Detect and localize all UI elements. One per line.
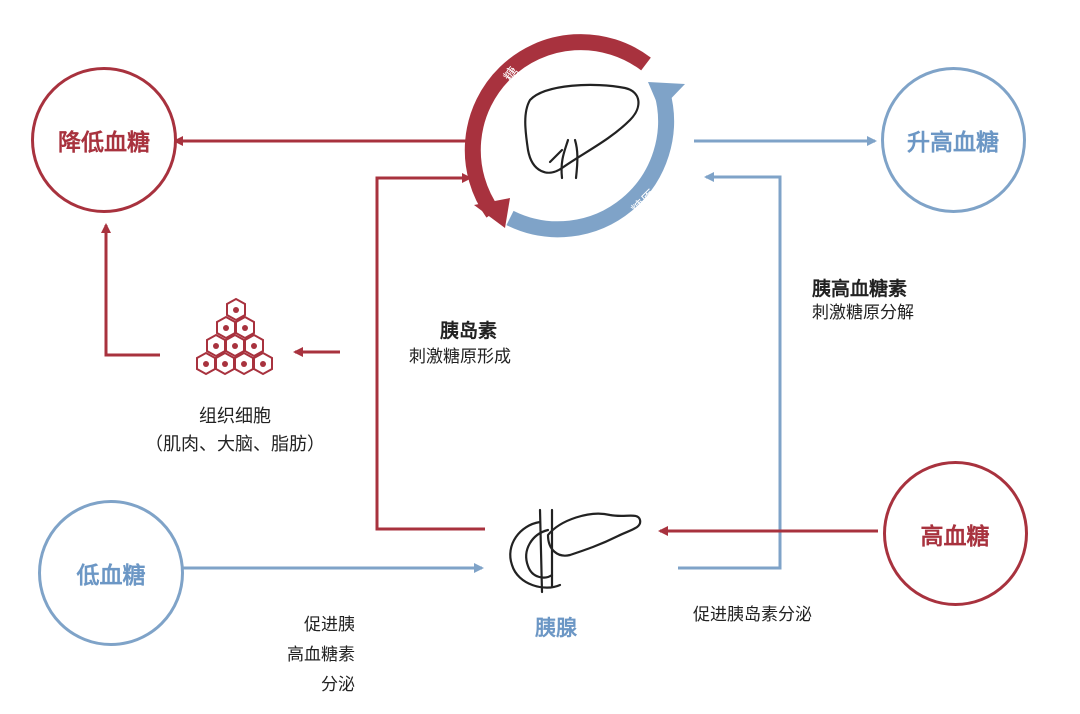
node-low-blood-sugar <box>38 500 184 646</box>
node-raise-blood-sugar <box>881 67 1026 213</box>
liver-ring-blue-arrowhead <box>648 82 685 110</box>
lower-blood-sugar-label: 降低血糖 <box>58 130 150 156</box>
glucagon-title: 胰高血糖素 <box>812 278 908 300</box>
node-lower-blood-sugar <box>31 67 177 213</box>
note-promote-insulin: 促进胰岛素分泌 <box>693 605 812 625</box>
pancreas-label: 胰腺 <box>535 616 577 640</box>
raise-blood-sugar-label: 升高血糖 <box>907 130 999 156</box>
liver-ring-red-arc <box>464 34 651 218</box>
cell-cluster-icon <box>196 297 273 376</box>
low-blood-sugar-label: 低血糖 <box>76 563 146 589</box>
node-high-blood-sugar <box>883 461 1028 606</box>
insulin-desc: 刺激糖原形成 <box>409 347 511 367</box>
tissue-title: 组织细胞 <box>199 406 271 427</box>
arrow-tissue-to-lower <box>101 223 160 357</box>
pancreas-icon <box>509 508 642 594</box>
tissue-subtitle: （肌肉、大脑、脂肪） <box>145 434 325 455</box>
note-promote-glucagon-3: 分泌 <box>321 675 355 695</box>
high-blood-sugar-label: 高血糖 <box>920 524 990 550</box>
arrow-pancreas-to-liver-glucagon <box>678 172 782 570</box>
arrow-pancreas-to-liver-insulin <box>375 173 485 531</box>
glucagon-desc: 刺激糖原分解 <box>812 303 914 323</box>
liver-icon <box>524 83 640 180</box>
liver-ring-red-arrowhead <box>474 198 510 228</box>
note-promote-glucagon-2: 高血糖素 <box>287 645 355 665</box>
note-promote-glucagon-1: 促进胰 <box>304 615 355 635</box>
insulin-title: 胰岛素 <box>440 320 498 342</box>
liver-label: 肝脏 <box>551 192 596 217</box>
liver-ring-blue-arc <box>506 89 674 238</box>
